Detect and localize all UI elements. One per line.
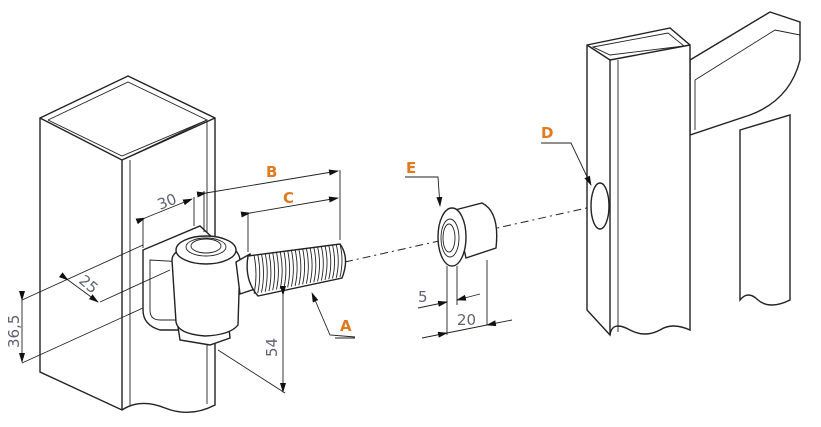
thread-ring	[339, 243, 343, 278]
thread-ring	[335, 244, 339, 278]
thread-ring	[287, 250, 291, 288]
label-d: D	[541, 124, 553, 142]
dimension-20: 20	[457, 311, 476, 329]
dimension-lines	[19, 142, 592, 394]
hinge-bracket	[142, 225, 259, 346]
label-b: B	[266, 163, 277, 181]
thread-ring	[268, 252, 272, 292]
thread-ring	[328, 245, 332, 280]
bushing	[437, 202, 498, 267]
thread-ring	[324, 245, 328, 281]
thread-ring	[305, 248, 309, 284]
thread-ring	[294, 249, 298, 286]
dimension-30: 30	[155, 190, 179, 214]
thread-ring	[309, 247, 313, 284]
threaded-pin	[246, 243, 347, 297]
label-a: A	[340, 317, 352, 335]
thread-ring	[261, 253, 264, 293]
dimension-36-5: 36,5	[5, 315, 23, 348]
thread-ring	[298, 249, 302, 286]
thread-ring	[275, 252, 279, 290]
thread-ring	[302, 248, 306, 285]
thread-ring	[253, 254, 257, 295]
label-c: C	[283, 189, 294, 207]
label-e: E	[406, 159, 416, 177]
thread-ring	[332, 244, 335, 279]
dimension-5: 5	[418, 288, 428, 306]
gate-frame	[586, 11, 801, 337]
thread-ring	[279, 251, 283, 289]
thread-ring	[283, 251, 287, 289]
thread-ring	[290, 250, 294, 287]
thread-ring	[257, 254, 261, 294]
thread-ring	[320, 246, 324, 281]
thread-ring	[317, 246, 321, 282]
dimension-54: 54	[263, 338, 281, 357]
thread-ring	[272, 252, 276, 291]
thread-ring	[313, 247, 317, 283]
thread-ring	[264, 253, 268, 292]
